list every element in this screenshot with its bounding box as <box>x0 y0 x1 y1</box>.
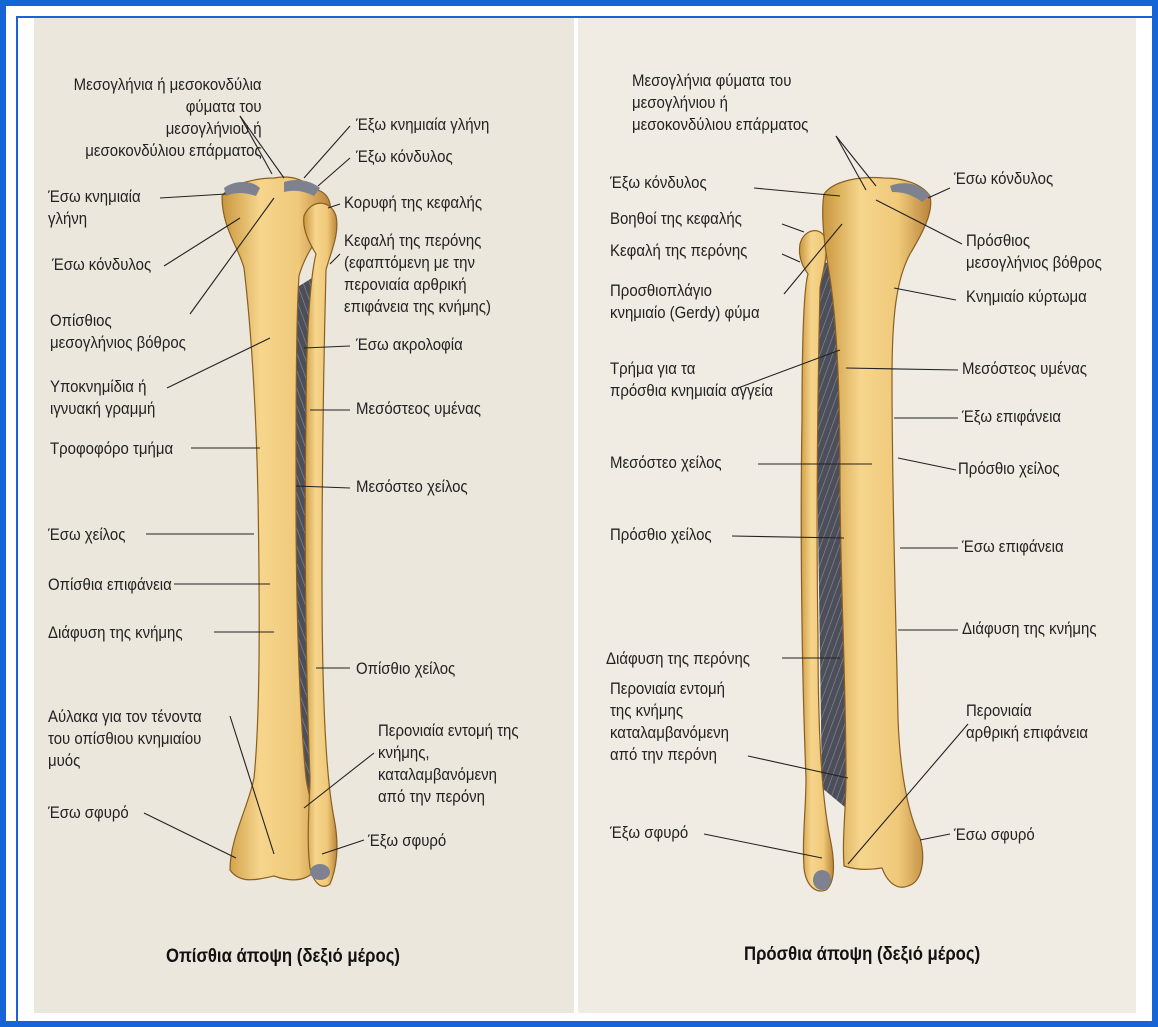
label-fibular-notch: Περονιαία εντομή της κνήμης καταλαμβανόμ… <box>610 678 729 766</box>
label-posterior-surface: Οπίσθια επιφάνεια <box>48 574 172 596</box>
label-lateral-tibial-glenoid: Έξω κνημιαία γλήνη <box>356 114 489 136</box>
label-medial-malleolus: Έσω σφυρό <box>954 824 1035 846</box>
label-tibia-shaft: Διάφυση της κνήμης <box>962 618 1097 640</box>
label-vessel-opening: Τρήμα για τα πρόσθια κνημιαία αγγεία <box>610 358 773 402</box>
label-tibia-shaft: Διάφυση της κνήμης <box>48 622 183 644</box>
label-posterior-intercondylar-area: Οπίσθιος μεσογλήνιος βόθρος <box>50 310 186 354</box>
label-anterior-border-right: Πρόσθιο χείλος <box>958 458 1060 480</box>
label-intercondylar-tubercles: Μεσογλήνια ή μεσοκονδύλια φύματα του μεσ… <box>74 74 262 162</box>
label-fibula-shaft: Διάφυση της περόνης <box>606 648 750 670</box>
label-interosseous-border: Μεσόστεο χείλος <box>356 476 468 498</box>
label-fibula-head: Κεφαλή της περόνης (εφαπτόμενη με την πε… <box>344 230 491 318</box>
label-medial-malleolus: Έσω σφυρό <box>48 802 129 824</box>
label-nutrient-segment: Τροφοφόρο τμήμα <box>50 438 173 460</box>
label-posterior-border: Οπίσθιο χείλος <box>356 658 455 680</box>
label-head-protrusions: Βοηθοί της κεφαλής <box>610 208 742 230</box>
label-anterior-intercondylar-area: Πρόσθιος μεσογλήνιος βόθρος <box>966 230 1102 274</box>
anterior-view-caption: Πρόσθια άποψη (δεξιό μέρος) <box>744 944 980 966</box>
label-lateral-surface: Έξω επιφάνεια <box>962 406 1061 428</box>
label-medial-surface: Έσω επιφάνεια <box>962 536 1064 558</box>
posterior-bones-illustration <box>34 18 574 1013</box>
label-lateral-condyle: Έξω κόνδυλος <box>610 172 707 194</box>
label-medial-crest: Έσω ακρολοφία <box>356 334 463 356</box>
lateral-malleolus-cartilage <box>813 870 831 890</box>
label-medial-border: Έσω χείλος <box>48 524 125 546</box>
label-intercondylar-tubercles: Μεσογλήνια φύματα του μεσογλήνιου ή μεσο… <box>632 70 808 136</box>
label-fibular-articular-surface: Περονιαία αρθρική επιφάνεια <box>966 700 1088 744</box>
posterior-view-caption: Οπίσθια άποψη (δεξιό μέρος) <box>166 946 400 968</box>
label-medial-condyle: Έσω κόνδυλος <box>52 254 151 276</box>
anterior-view-panel: Μεσογλήνια φύματα του μεσογλήνιου ή μεσο… <box>578 18 1136 1013</box>
label-groove-tibialis-posterior: Αύλακα για τον τένοντα του οπίσθιου κνημ… <box>48 706 202 772</box>
label-tibial-tuberosity: Κνημιαίο κύρτωμα <box>966 286 1087 308</box>
label-interosseous-membrane: Μεσόστεος υμένας <box>962 358 1087 380</box>
label-lateral-malleolus: Έξω σφυρό <box>610 822 688 844</box>
lateral-malleolus-cartilage <box>310 864 330 880</box>
label-anterior-border-left: Πρόσθιο χείλος <box>610 524 712 546</box>
label-medial-condyle: Έσω κόνδυλος <box>954 168 1053 190</box>
label-lateral-malleolus: Έξω σφυρό <box>368 830 446 852</box>
label-lateral-condyle: Έξω κόνδυλος <box>356 146 453 168</box>
label-medial-tibial-glenoid: Έσω κνημιαία γλήνη <box>48 186 141 230</box>
label-gerdy-tubercle: Προσθιοπλάγιο κνημιαίο (Gerdy) φύμα <box>610 280 760 324</box>
label-soleal-line: Υποκνημίδια ή ιγνυακή γραμμή <box>50 376 155 420</box>
posterior-view-panel: Μεσογλήνια ή μεσοκονδύλια φύματα του μεσ… <box>34 18 574 1013</box>
label-apex-of-head: Κορυφή της κεφαλής <box>344 192 482 214</box>
label-interosseous-membrane: Μεσόστεος υμένας <box>356 398 481 420</box>
label-fibula-head: Κεφαλή της περόνης <box>610 240 747 262</box>
label-interosseous-border: Μεσόστεο χείλος <box>610 452 722 474</box>
label-fibular-notch: Περονιαία εντομή της κνήμης, καταλαμβανό… <box>378 720 550 808</box>
